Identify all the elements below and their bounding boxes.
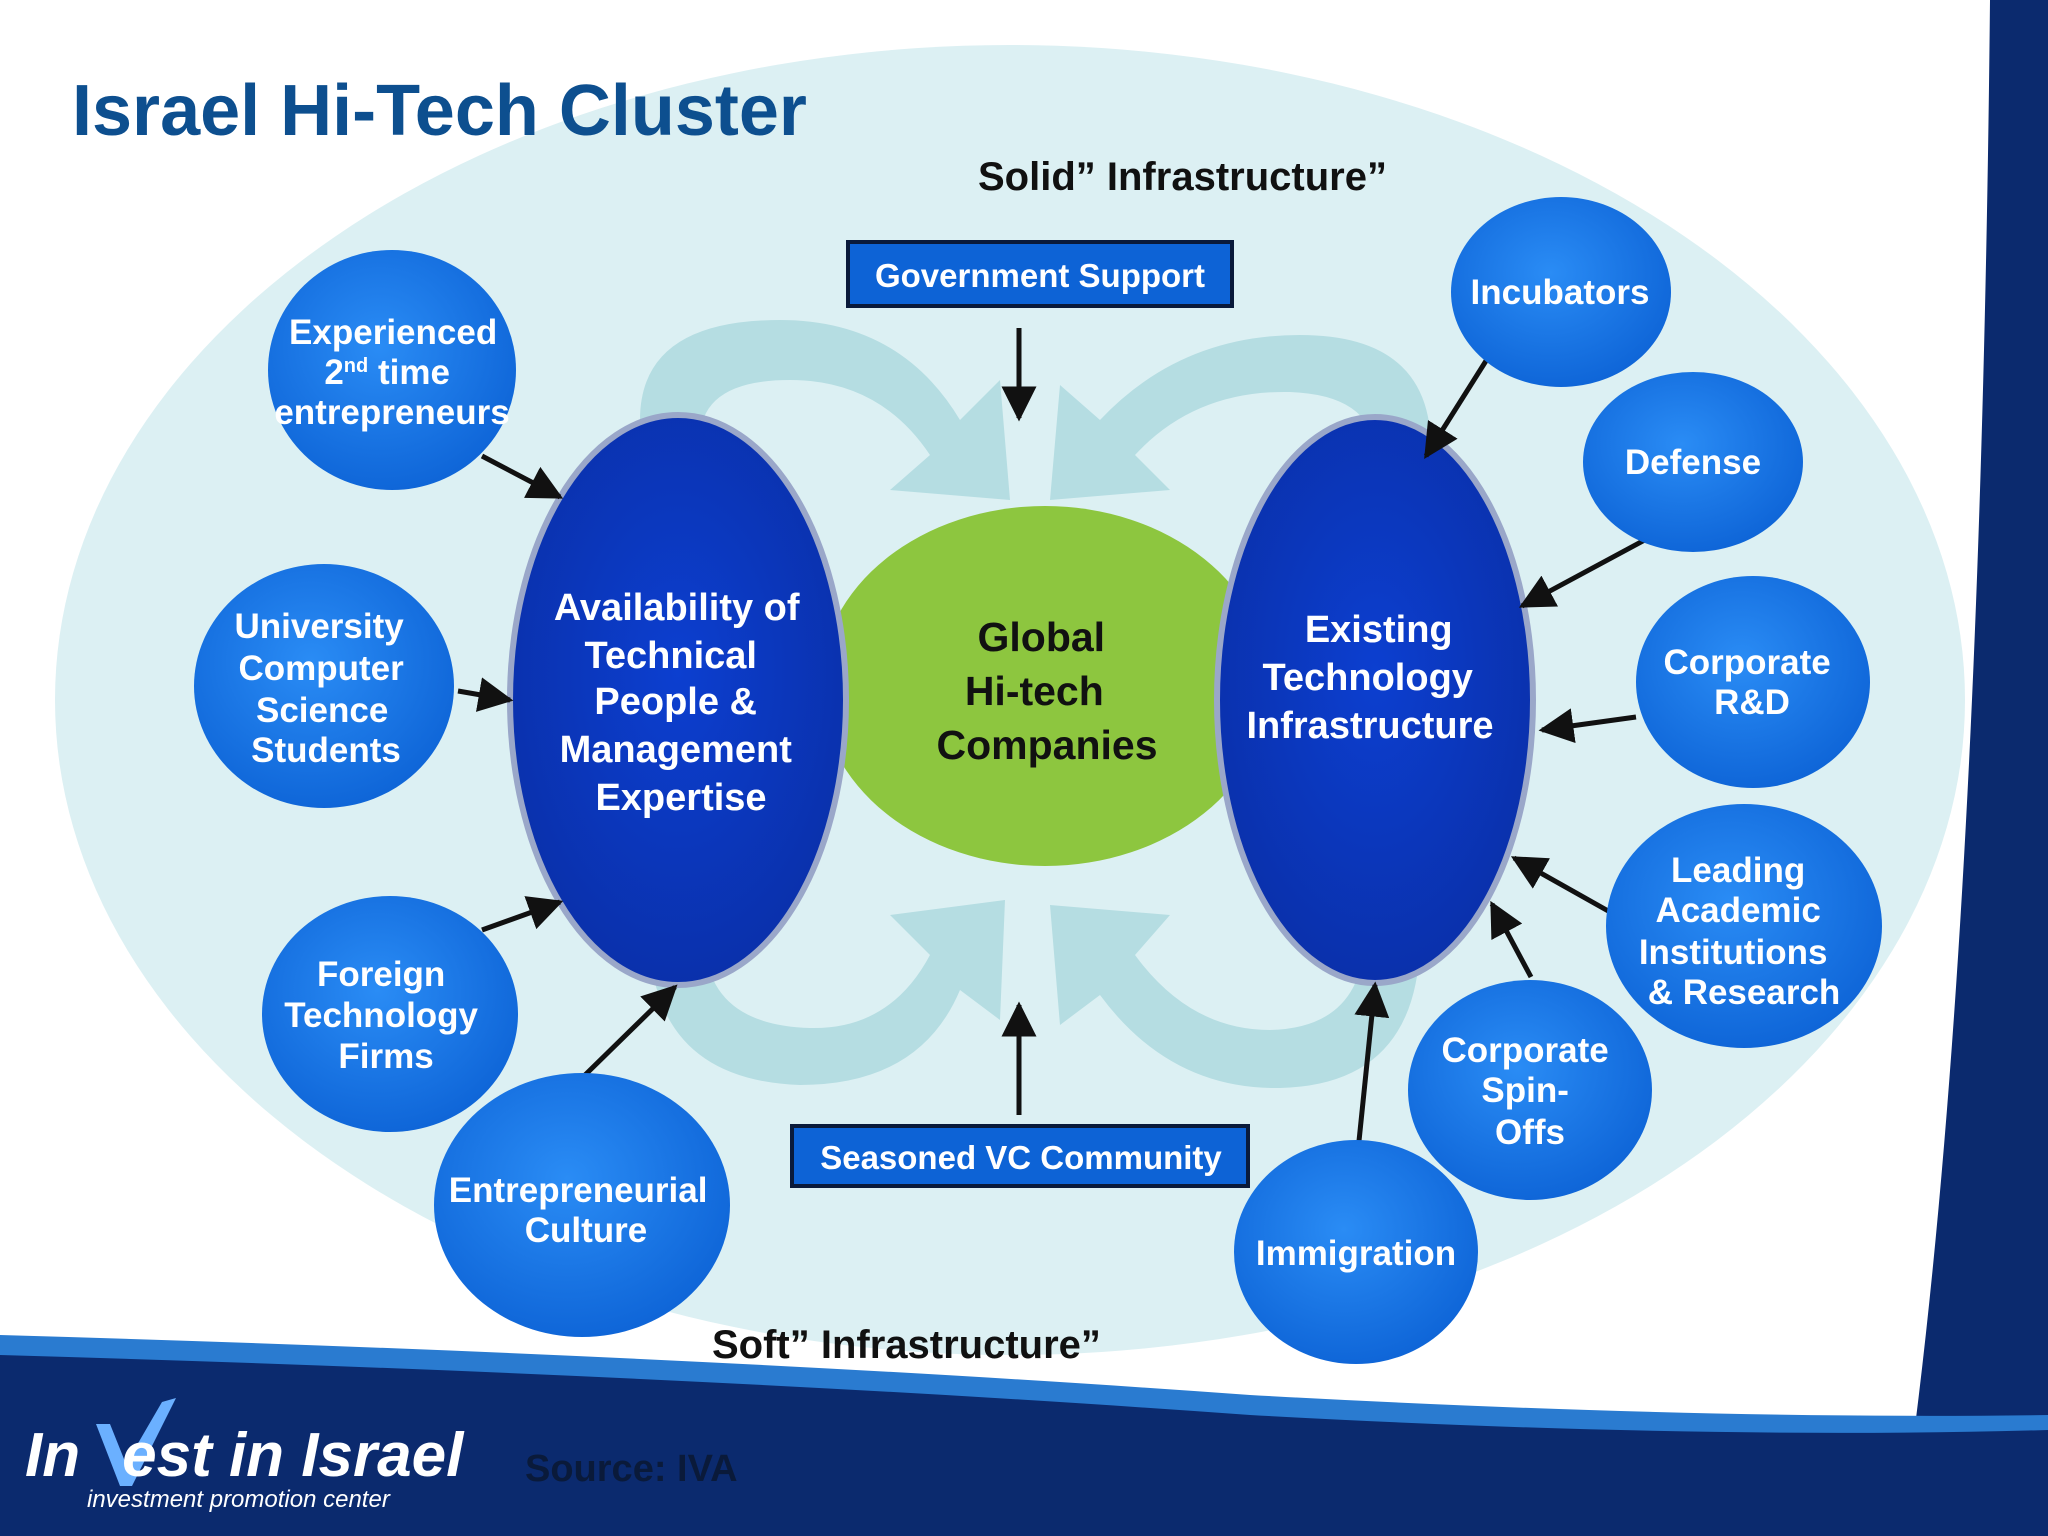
arrow-university — [457, 677, 514, 712]
left-pillar-label: Availability of Technical People & Manag… — [554, 587, 810, 819]
right-pillar-line: Existing — [1305, 609, 1453, 651]
left-pillar-line: Management — [560, 729, 793, 771]
logo-wordmark-left: In — [25, 1421, 81, 1490]
right-bubbles: Incubators Defense Corporate R&D Leading… — [1234, 197, 1882, 1364]
arrow-incubators — [1423, 343, 1499, 459]
logo-v-mark-icon — [96, 1398, 176, 1486]
right-pillar-label: Existing Technology Infrastructure — [1246, 609, 1493, 747]
cycle-arrow-bottom-left — [650, 900, 1005, 1085]
bubble-entrepreneurial-culture — [434, 1073, 730, 1337]
bubble-line: Foreign — [317, 955, 445, 994]
bubble-university-label: University Computer Science Students — [235, 607, 414, 770]
vc-community-label: Seasoned VC Community — [820, 1139, 1222, 1176]
bubble-line: R&D — [1714, 683, 1790, 722]
arrow-culture — [582, 984, 678, 1078]
source-note: Source: IVA — [525, 1448, 738, 1490]
bubble-line: Technology — [284, 996, 478, 1035]
bubble-academic-label: Leading Academic Institutions & Research — [1639, 851, 1840, 1012]
logo-tagline: investment promotion center — [87, 1486, 390, 1513]
bubble-leading-academic — [1606, 804, 1882, 1048]
bubble-experienced-entrepreneurs — [268, 250, 516, 490]
left-pillar-line: Availability of — [554, 587, 800, 629]
government-support-label: Government Support — [875, 257, 1205, 294]
bubble-corporate-rd — [1636, 576, 1870, 788]
bubble-culture-label: Entrepreneurial Culture — [449, 1171, 717, 1250]
bubble-line: 2nd time — [324, 353, 450, 392]
cycle-arrow-top-left — [640, 320, 1010, 500]
solid-infrastructure-label: Solid” Infrastructure” — [978, 155, 1387, 199]
bubble-incubators-label: Incubators — [1471, 273, 1650, 312]
bubble-incubators — [1451, 197, 1671, 387]
hub-ellipse — [820, 506, 1270, 866]
bubble-line-main: 2 — [324, 353, 343, 392]
bubble-line: Computer — [238, 649, 404, 688]
bubble-line-sup: nd — [344, 355, 368, 377]
bubble-line: entrepreneurs — [274, 393, 509, 432]
bubble-spinoffs-label: Corporate Spin- Offs — [1442, 1031, 1619, 1152]
left-pillar-line: Expertise — [595, 777, 766, 819]
bubble-line-rest: time — [368, 353, 450, 392]
bubble-defense — [1583, 372, 1803, 552]
bubble-immigration-label: Immigration — [1256, 1234, 1456, 1273]
bubble-line: Corporate — [1664, 643, 1831, 682]
bubble-line: Students — [251, 731, 401, 770]
cycle-arrows — [640, 320, 1430, 1089]
bubble-line: Leading — [1671, 851, 1805, 890]
arrow-academic — [1510, 855, 1612, 915]
right-pillar — [1214, 414, 1536, 986]
left-pillar-line: Technical — [584, 635, 756, 677]
invest-in-israel-logo: In est in Israel investment promotion cen… — [25, 1398, 495, 1530]
government-support-box — [846, 240, 1234, 308]
left-bubbles: Experienced 2nd time entrepreneurs Unive… — [194, 250, 730, 1337]
bubble-line: Immigration — [1256, 1234, 1456, 1273]
bubble-line: Spin- — [1481, 1071, 1568, 1110]
arrow-immigration — [1354, 981, 1390, 1142]
bubble-line: Science — [256, 691, 388, 730]
bubble-corporate-spinoffs — [1408, 980, 1652, 1200]
bubble-line: Academic — [1655, 891, 1820, 930]
bubble-line: Experienced — [289, 313, 497, 352]
bubble-line: Incubators — [1471, 273, 1650, 312]
arrow-foreign — [481, 896, 564, 933]
bubble-line: Corporate — [1442, 1031, 1609, 1070]
footer-wave-navy — [0, 1355, 2048, 1536]
hub-line: Global — [978, 614, 1106, 660]
bubble-line: Entrepreneurial — [449, 1171, 708, 1210]
vc-community-box — [790, 1124, 1250, 1188]
logo-wordmark: In est in Israel — [25, 1420, 463, 1491]
bubble-line: Defense — [1625, 443, 1761, 482]
bubble-line: Culture — [525, 1211, 648, 1250]
arrow-experienced — [480, 453, 564, 500]
arrow-spinoffs — [1489, 900, 1534, 979]
bubble-line: Offs — [1495, 1113, 1565, 1152]
logo-wordmark-right: est in Israel — [122, 1421, 464, 1490]
bubble-foreign-label: Foreign Technology Firms — [284, 955, 488, 1076]
bubble-defense-label: Defense — [1625, 443, 1761, 482]
slide-title: Israel Hi-Tech Cluster — [72, 71, 807, 151]
cycle-arrow-bottom-right — [1050, 905, 1420, 1089]
bubble-university-students — [194, 564, 454, 808]
bubble-line: University — [235, 607, 405, 646]
arrow-corporate-rd — [1538, 708, 1637, 744]
hub-line: Companies — [937, 722, 1158, 768]
hub-line: Hi-tech — [965, 668, 1104, 714]
right-pillar-line: Infrastructure — [1246, 705, 1493, 747]
right-stripe-curve — [1900, 0, 2048, 1536]
cycle-arrow-top-right — [1050, 335, 1430, 500]
connector-arrows — [457, 328, 1669, 1142]
bubble-corporate-rd-label: Corporate R&D — [1664, 643, 1841, 722]
bubble-line: & Research — [1648, 973, 1841, 1012]
right-pillar-line: Technology — [1263, 657, 1473, 699]
bubble-immigration — [1234, 1140, 1478, 1364]
soft-infrastructure-label: Soft” Infrastructure” — [712, 1323, 1101, 1367]
bubble-experienced-label: Experienced 2nd time entrepreneurs — [274, 313, 509, 432]
bubble-foreign-technology-firms — [262, 896, 518, 1132]
left-pillar-line: People & — [594, 681, 757, 723]
bubble-line: Institutions — [1639, 933, 1828, 972]
bubble-line: Firms — [338, 1037, 433, 1076]
hub-label: Global Hi-tech Companies — [937, 614, 1158, 768]
